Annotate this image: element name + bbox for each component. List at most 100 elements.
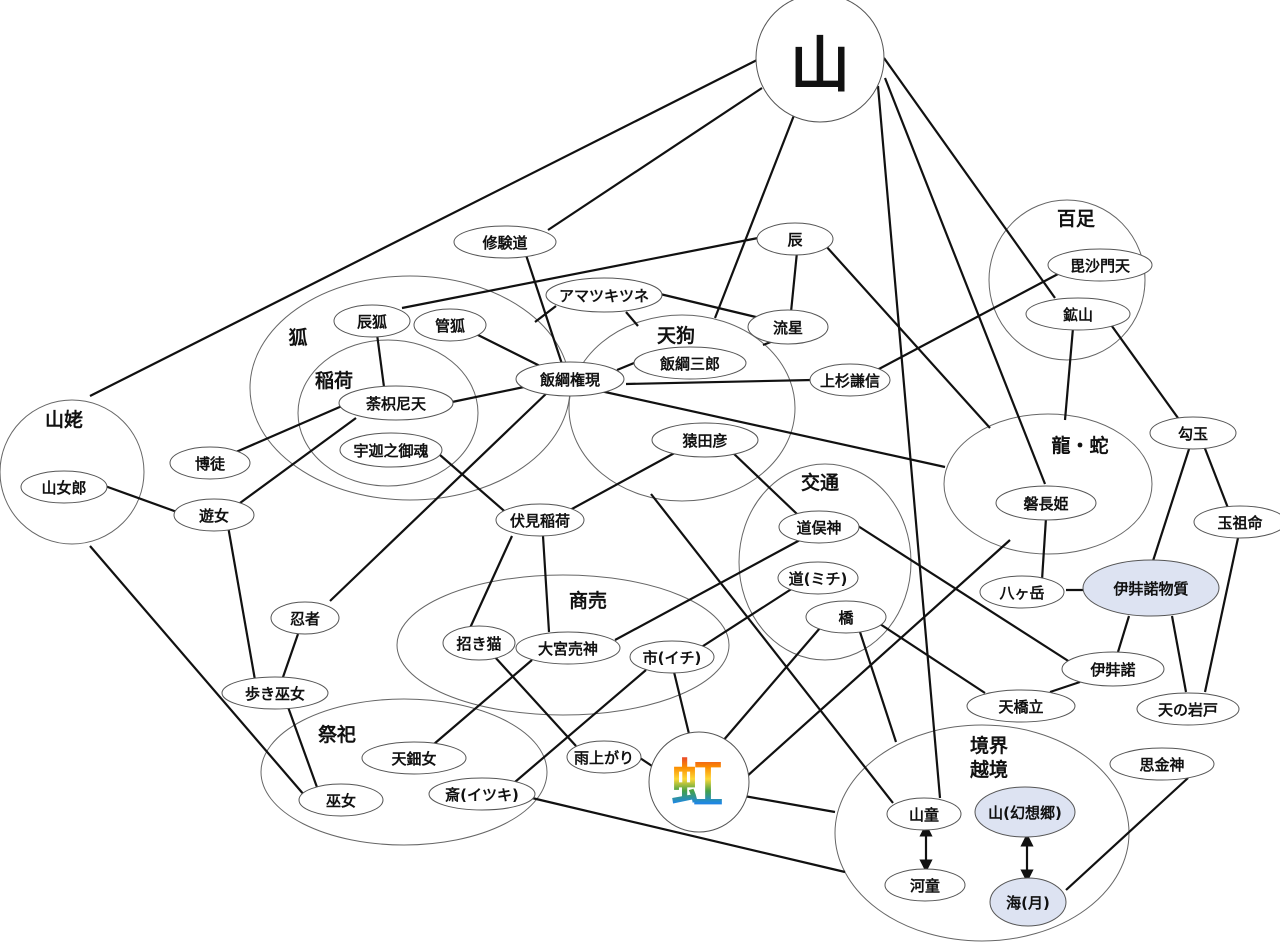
svg-text:道俣神: 道俣神 (796, 519, 841, 537)
svg-text:磐長姫: 磐長姫 (1022, 495, 1068, 513)
node-ichi[interactable]: 市(イチ) (629, 640, 715, 674)
node-izanagi[interactable]: 伊弉諾 (1061, 651, 1165, 687)
node-hashi[interactable]: 橋 (805, 600, 887, 634)
edge-fushimi-omiyame (541, 535, 551, 633)
node-sarutahiko[interactable]: 猿田彦 (651, 422, 759, 458)
edge-tatsu-ryusei (789, 251, 799, 313)
label-tengu: 天狗 (657, 324, 695, 347)
node-yamajoro[interactable]: 山女郎 (20, 470, 108, 504)
node-izunagongen[interactable]: 飯綱権現 (515, 361, 625, 397)
svg-text:伏見稲荷: 伏見稲荷 (510, 512, 570, 530)
edge-izuna-dakini (451, 385, 525, 404)
node-yujo[interactable]: 遊女 (173, 498, 255, 532)
svg-text:忍者: 忍者 (290, 610, 320, 628)
svg-text:斎(イツキ): 斎(イツキ) (445, 786, 519, 804)
edge-kozan-magatama (1108, 321, 1179, 419)
edge-yama-iwanaga (883, 77, 1047, 485)
svg-text:道(ミチ): 道(ミチ) (789, 570, 848, 588)
edge-itsuki-kyokai (531, 796, 846, 874)
node-omoikane[interactable]: 思金神 (1109, 747, 1215, 781)
region-ryuja (943, 413, 1153, 555)
node-bakuto[interactable]: 博徒 (169, 446, 251, 480)
node-itsuki[interactable]: 斎(イツキ) (428, 777, 536, 811)
svg-text:天鈿女: 天鈿女 (391, 750, 436, 768)
edge-ninja-arukimiko (280, 633, 300, 681)
edge-hashi-kyokai (858, 631, 898, 743)
group-regions (0, 199, 1153, 942)
region-kyokai (834, 724, 1130, 942)
label-yamauba: 山姥 (45, 408, 83, 431)
node-amatsukitsune[interactable]: アマツキツネ (545, 277, 663, 313)
node-tamaoya[interactable]: 玉祖命 (1193, 505, 1280, 539)
edge-dosojin-omiyame (614, 539, 801, 641)
label-hyakusoku: 百足 (1057, 208, 1096, 230)
node-ukanomitama[interactable]: 宇迦之御魂 (339, 432, 443, 468)
node-miko[interactable]: 巫女 (298, 783, 384, 817)
label-kyokai-1: 境界 (970, 734, 1008, 757)
node-manekineko[interactable]: 招き猫 (442, 625, 516, 661)
edge-ukanomitama-fushimi (439, 454, 511, 517)
label-kyokai-2: 越境 (969, 758, 1008, 781)
svg-text:博徒: 博徒 (195, 455, 226, 473)
node-arukimiko[interactable]: 歩き巫女 (221, 676, 329, 710)
edge-tatsu-tatsugitsune (401, 236, 759, 310)
edge-magatama-tamaoya (1202, 445, 1230, 509)
svg-text:荼枳尼天: 荼枳尼天 (365, 395, 427, 413)
node-kappa[interactable]: 河童 (884, 868, 966, 902)
node-amenouzume[interactable]: 天鈿女 (361, 741, 467, 775)
node-amanohashidate[interactable]: 天橋立 (966, 689, 1076, 723)
svg-text:管狐: 管狐 (435, 317, 465, 335)
node-shugendo[interactable]: 修験道 (453, 225, 557, 259)
svg-text:河童: 河童 (910, 877, 940, 895)
node-izanagibusshitsu[interactable]: 伊弉諾物質 (1082, 559, 1220, 617)
node-omiyame[interactable]: 大宮売神 (515, 631, 621, 665)
node-yamawaro[interactable]: 山童 (886, 797, 962, 831)
svg-text:八ヶ岳: 八ヶ岳 (998, 584, 1044, 602)
node-kudagitsune[interactable]: 管狐 (413, 308, 487, 342)
svg-text:天の岩戸: 天の岩戸 (1158, 701, 1218, 719)
svg-text:猿田彦: 猿田彦 (681, 432, 727, 450)
mountain-node[interactable]: 山 (755, 0, 885, 123)
node-izunasaburo[interactable]: 飯綱三郎 (633, 346, 747, 380)
node-iwanagahime[interactable]: 磐長姫 (995, 485, 1097, 521)
rainbow-node[interactable]: 虹 (648, 731, 750, 833)
node-michi[interactable]: 道(ミチ) (777, 561, 859, 595)
node-uesugi[interactable]: 上杉謙信 (809, 363, 891, 397)
edge-izanagibusshitsu-iwato (1170, 615, 1188, 693)
edge-tamaoya-iwato (1203, 537, 1240, 693)
edge-izuna-uesugi (625, 378, 813, 386)
node-fushimiinari[interactable]: 伏見稲荷 (495, 503, 585, 537)
node-tatsugitsune[interactable]: 辰狐 (333, 304, 411, 338)
edge-yama-yamauba (89, 59, 758, 397)
node-umi-tsuki[interactable]: 海(月) (989, 877, 1067, 927)
svg-text:伊弉諾: 伊弉諾 (1089, 661, 1135, 679)
node-ryusei[interactable]: 流星 (747, 309, 829, 345)
concept-nodes: 修験道 辰 アマツキツネ 辰狐 管狐 流星 飯綱三郎 飯綱権現 上杉謙信 荼枳尼… (20, 222, 1280, 927)
svg-text:飯綱権現: 飯綱権現 (539, 371, 600, 389)
node-yama-gensokyo[interactable]: 山(幻想郷) (974, 786, 1076, 838)
label-kotsu: 交通 (801, 471, 840, 494)
region-kotsu (738, 463, 912, 661)
edge-sarutahiko-dosojin (731, 451, 798, 515)
node-bishamonten[interactable]: 毘沙門天 (1047, 248, 1153, 282)
region-tengu (568, 314, 796, 502)
edge-dakini-yujo (239, 417, 357, 504)
node-ameagari[interactable]: 雨上がり (566, 740, 642, 774)
edge-amatsu-ryusei (659, 292, 761, 320)
node-magatama[interactable]: 勾玉 (1149, 416, 1237, 450)
node-amanoiwato[interactable]: 天の岩戸 (1136, 692, 1240, 726)
edge-sarutahiko-fushimi (569, 449, 681, 511)
node-dosojin[interactable]: 道俣神 (778, 510, 860, 544)
node-tatsu[interactable]: 辰 (756, 222, 834, 256)
edge-nijiiro-kyokai (743, 794, 836, 814)
node-dakiniten[interactable]: 荼枳尼天 (338, 385, 454, 421)
svg-text:修験道: 修験道 (481, 234, 527, 252)
svg-text:玉祖命: 玉祖命 (1217, 514, 1263, 532)
node-ninja[interactable]: 忍者 (270, 601, 340, 635)
node-kozan[interactable]: 鉱山 (1025, 297, 1131, 331)
edge-michi-ichi (699, 587, 794, 649)
label-inari: 稲荷 (315, 369, 353, 392)
node-yatsugatake[interactable]: 八ヶ岳 (979, 575, 1065, 609)
svg-text:毘沙門天: 毘沙門天 (1070, 257, 1131, 275)
